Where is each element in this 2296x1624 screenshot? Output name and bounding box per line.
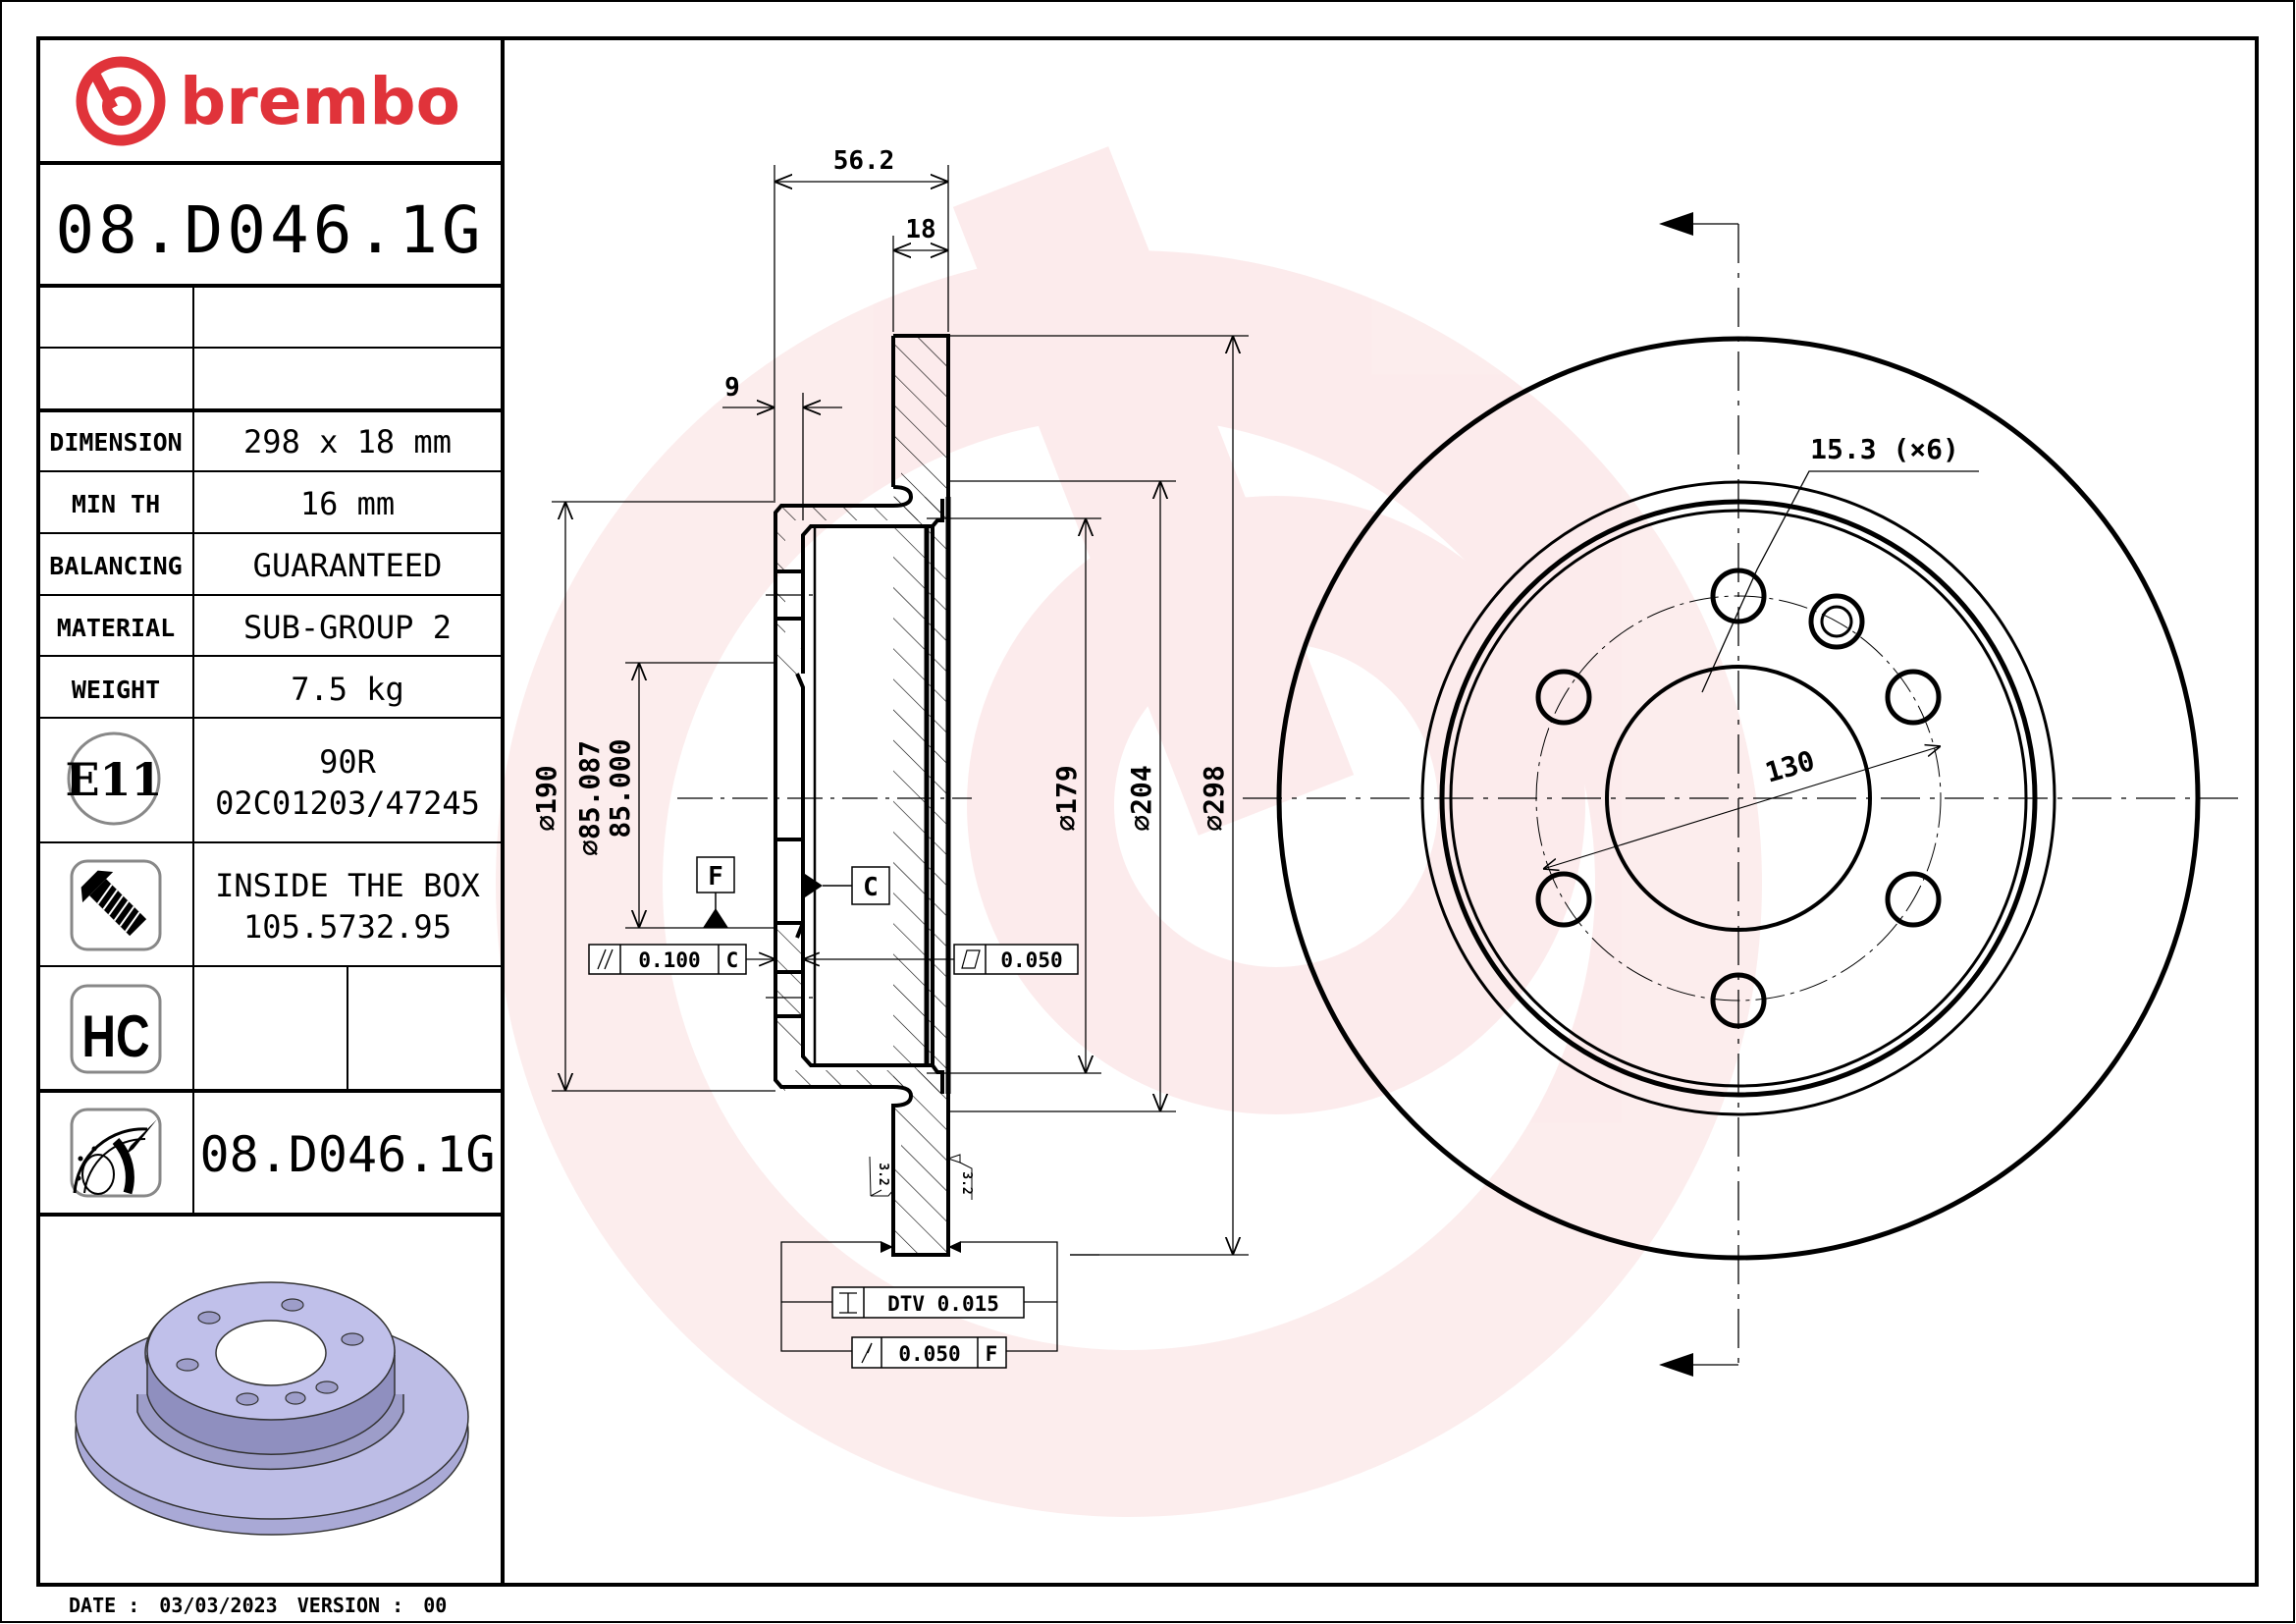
bolt-hole-callout: 15.3 (×6) [1810,433,1959,465]
parallelism-icon [597,948,614,970]
parallelism-tolerance-frame: 0.100 C [588,944,775,975]
version-label: VERSION : [297,1594,403,1617]
datum-c: C [805,866,890,905]
spec-table: DIMENSION 298 x 18 mm MIN TH 16 mm BALAN… [49,423,452,708]
version-value: 00 [423,1594,447,1617]
svg-text:DTV 0.015: DTV 0.015 [887,1292,999,1316]
runout-icon [861,1342,873,1364]
date-value: 03/03/2023 [159,1594,277,1617]
dim-d179: ⌀179 [1050,765,1083,831]
marking-part-number: 08.D046.1G [199,1126,495,1183]
date-label: DATE : [69,1594,139,1617]
dtv-tolerance-frame: DTV 0.015 [780,1241,1099,1352]
svg-text:E11: E11 [65,753,162,806]
spec-label-dimension: DIMENSION [49,428,182,457]
hc-coating-icon: HC [70,984,162,1074]
approval-row: E11 90R 02C01203/47245 [65,731,480,826]
dim-overall-height: 56.2 [833,146,895,176]
e-mark-icon: E11 [65,731,163,826]
spec-label-min-th: MIN TH [72,490,160,518]
drawing-frame [36,36,2259,1587]
dim-d85-lower: 85.000 [604,738,636,838]
screws-part-number: 105.5732.95 [243,908,452,946]
surface-roughness-right: 3.2 [946,1154,974,1200]
approval-number: 02C01203/47245 [215,785,480,822]
spec-label-balancing: BALANCING [49,552,182,580]
brembo-logo: brembo [76,56,460,146]
screws-note: INSIDE THE BOX [215,867,480,904]
brand-name: brembo [180,64,460,139]
svg-text:3.2: 3.2 [876,1163,890,1185]
flatness-icon [961,949,981,969]
disc-3d-render [75,1281,469,1536]
svg-text:HC: HC [81,1003,149,1069]
runout-tolerance-frame: 0.050 F [851,1336,1007,1369]
spec-value-min-th: 16 mm [300,485,395,522]
brembo-logo-mark-icon [76,56,166,146]
dim-hat-thickness: 9 [724,373,740,403]
part-number-title: 08.D046.1G [55,192,484,268]
svg-text:C: C [863,873,879,902]
footer: DATE : 03/03/2023 VERSION : 00 [69,1594,447,1617]
svg-text:F: F [986,1342,998,1366]
pcd-label: 130 [1762,744,1819,789]
front-view: 15.3 (×6) 130 [1243,212,2238,1377]
spec-label-weight: WEIGHT [72,676,160,704]
spec-label-material: MATERIAL [57,614,175,642]
section-view: 56.2 18 9 [530,146,1249,1369]
spec-value-material: SUB-GROUP 2 [243,609,452,646]
dim-d204: ⌀204 [1125,765,1157,831]
approval-regulation: 90R [319,743,377,781]
dim-d190: ⌀190 [530,765,562,831]
screws-row: INSIDE THE BOX 105.5732.95 [70,859,480,951]
svg-text:0.050: 0.050 [898,1342,960,1366]
marking-row: 08.D046.1G [70,1108,496,1198]
spec-value-weight: 7.5 kg [291,671,404,708]
svg-text:F: F [708,862,723,892]
title-block [38,38,505,1585]
svg-text:3.2: 3.2 [959,1171,974,1194]
disc-engraving-icon [70,1108,162,1198]
flatness-tolerance-frame: 0.050 [803,944,1079,975]
threaded-hole [1808,593,1865,650]
svg-text:0.100: 0.100 [638,948,700,972]
svg-text:C: C [726,948,739,972]
hc-row: HC [70,984,162,1074]
screw-icon [70,859,162,951]
thickness-variation-icon [839,1292,857,1314]
bolt-holes [1535,568,1942,1029]
dim-d298: ⌀298 [1198,765,1230,831]
surface-roughness-left: 3.2 [869,1156,894,1197]
dim-disc-thickness: 18 [905,215,935,244]
svg-text:0.050: 0.050 [1000,948,1062,972]
dim-d85-upper: ⌀85.087 [573,740,606,856]
spec-value-dimension: 298 x 18 mm [243,423,452,460]
section-cut-arrows [1659,212,1738,1377]
datum-f: F [696,856,735,928]
spec-value-balancing: GUARANTEED [253,547,443,584]
